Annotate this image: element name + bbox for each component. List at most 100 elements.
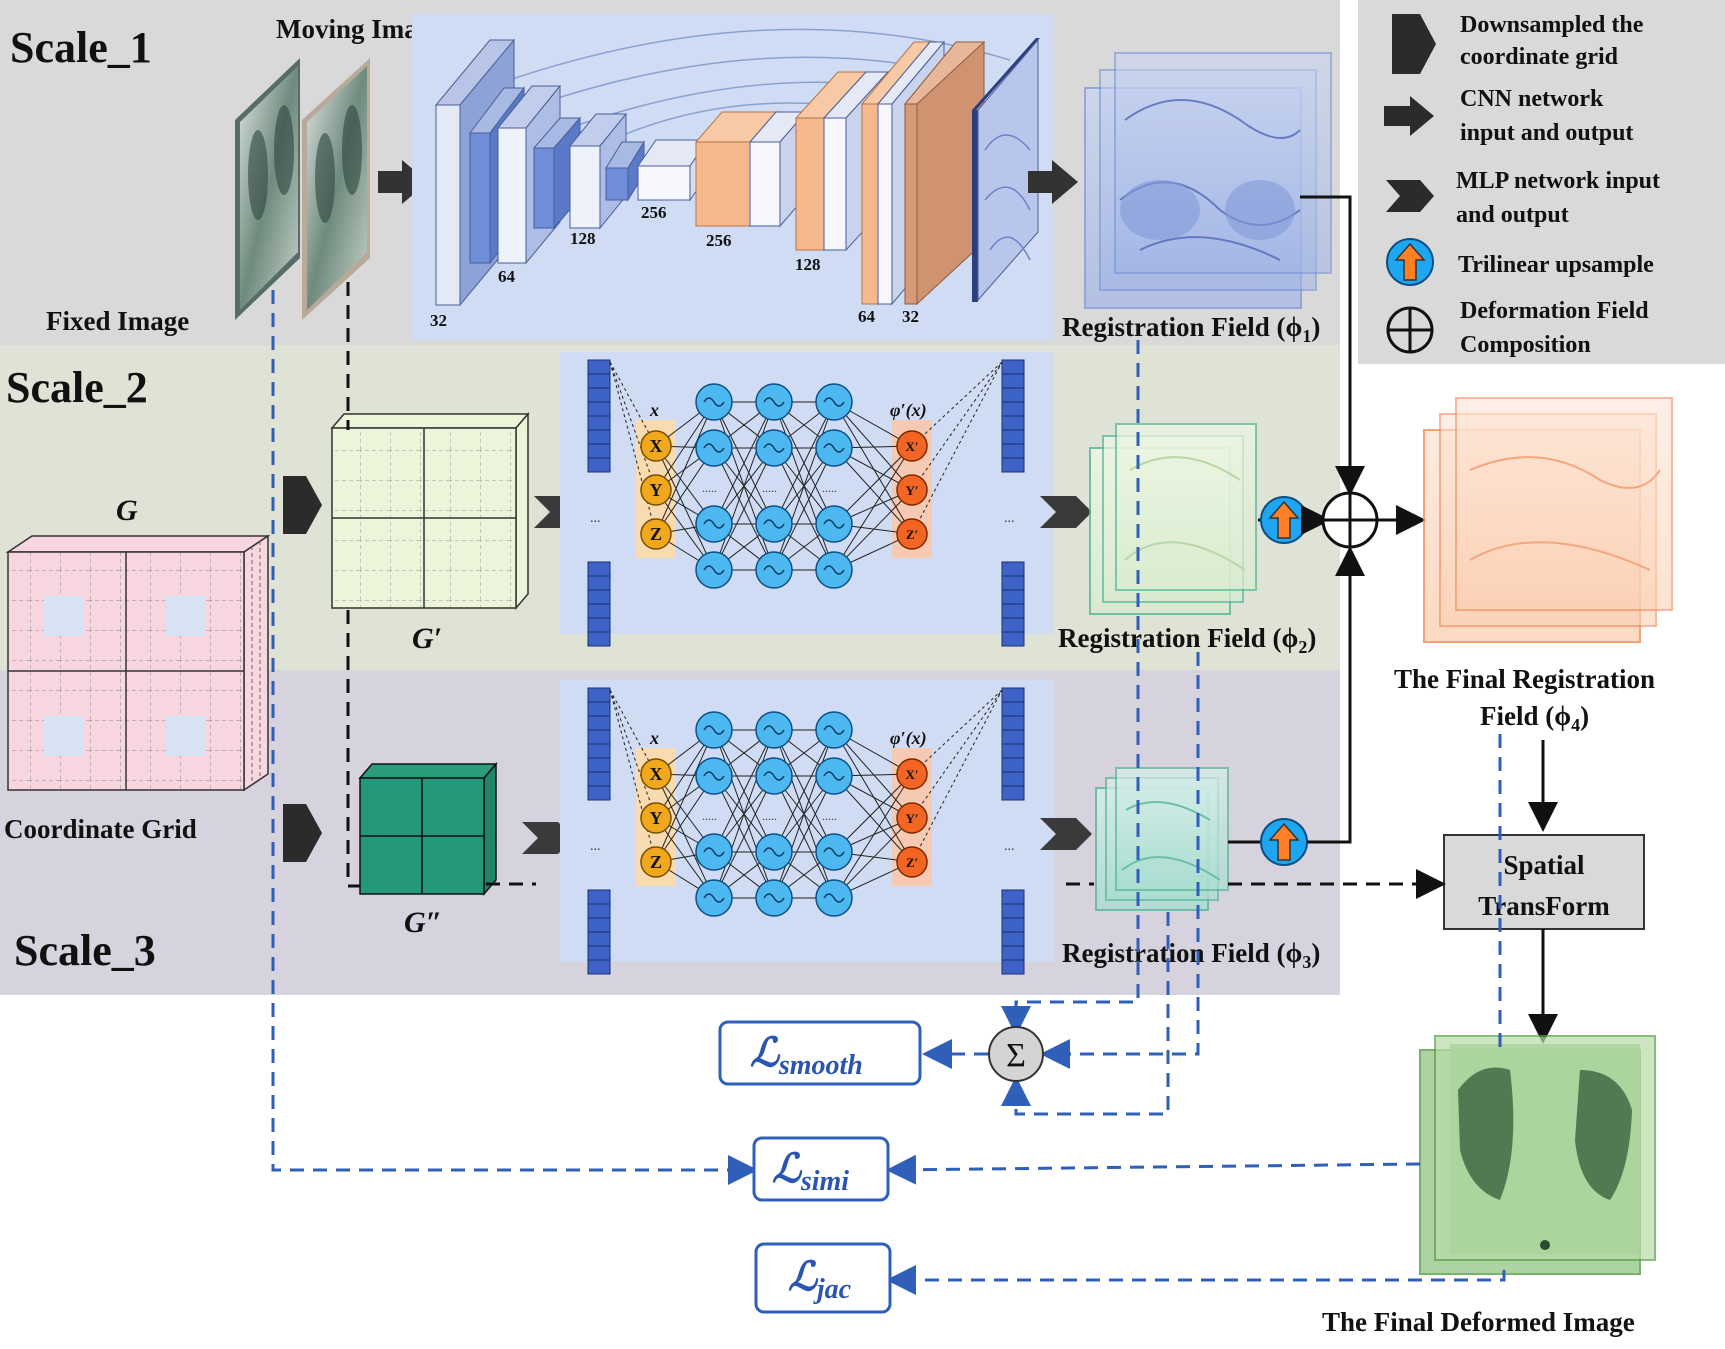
mlp-vector-cell-left bbox=[587, 589, 611, 605]
mlp-input-label: x bbox=[649, 400, 659, 420]
final-deformed-image-label: The Final Deformed Image bbox=[1322, 1307, 1635, 1337]
mlp-hidden-ellipsis: ..... bbox=[762, 809, 777, 823]
cnn-output-arrow-icon bbox=[1028, 160, 1078, 204]
mlp-output-node bbox=[896, 758, 928, 790]
upsample-phi3-icon bbox=[1260, 818, 1308, 866]
loss-smooth-box: ℒsmooth bbox=[718, 1020, 922, 1086]
mlp-vector-cell-left bbox=[587, 415, 611, 431]
moving-image bbox=[302, 58, 370, 320]
legend-composition-icon bbox=[1386, 306, 1434, 354]
mlp-input-node bbox=[640, 430, 672, 462]
composition-symbol bbox=[1321, 491, 1379, 549]
scale3-title: Scale_3 bbox=[14, 926, 156, 975]
legend-downsample-line1: Downsampled the bbox=[1460, 12, 1644, 38]
mlp-vector-ellipsis: ... bbox=[1004, 511, 1015, 526]
coordinate-grid bbox=[5, 534, 271, 792]
mlp-input-node bbox=[640, 518, 672, 550]
mlp-vector-cell-right bbox=[1001, 959, 1025, 975]
mlp-input-node bbox=[640, 474, 672, 506]
legend-mlp-line1: MLP network input bbox=[1456, 168, 1660, 194]
legend-cnn-line1: CNN network bbox=[1460, 86, 1604, 112]
mlp-output-node-label: X′ bbox=[905, 767, 918, 782]
mlp-vector-cell-left bbox=[587, 931, 611, 947]
mlp-vector-cell-right bbox=[1001, 931, 1025, 947]
registration-field-phi1 bbox=[1084, 52, 1332, 309]
phi1-label: Registration Field (ϕ1) bbox=[1062, 312, 1320, 346]
mlp-vector-cell-right bbox=[1001, 743, 1025, 759]
mlp-output-node bbox=[896, 802, 928, 834]
legend-mlp-line2: and output bbox=[1456, 202, 1569, 228]
mlp-vector-cell-right bbox=[1001, 687, 1025, 703]
mlp-vector-cell-right bbox=[1001, 575, 1025, 591]
sum-symbol: Σ bbox=[1006, 1037, 1026, 1074]
final-registration-field bbox=[1423, 397, 1673, 643]
mlp-vector-cell-right bbox=[1001, 457, 1025, 473]
mlp-input-node-label: Y bbox=[650, 808, 663, 828]
mlp-output-node-label: Y′ bbox=[905, 811, 918, 826]
legend-cnn-line2: input and output bbox=[1460, 120, 1633, 146]
mlp-input-node-label: Z bbox=[650, 852, 662, 872]
mlp-vector-cell-right bbox=[1001, 373, 1025, 389]
unet-ch-256-dec: 256 bbox=[706, 231, 732, 250]
mlp-vector-cell-right bbox=[1001, 401, 1025, 417]
mlp-input-label: x bbox=[649, 728, 659, 748]
unet-ch-32-enc: 32 bbox=[430, 311, 447, 330]
mlp-input-node-label: Y bbox=[650, 480, 663, 500]
mlp-vector-cell-right bbox=[1001, 589, 1025, 605]
mlp-output-node-label: Z′ bbox=[906, 855, 918, 870]
mlp-vector-ellipsis: ... bbox=[1004, 839, 1015, 854]
mlp-vector-cell-right bbox=[1001, 785, 1025, 801]
grid-g-symbol: G bbox=[116, 494, 138, 527]
loss-jac-box: ℒjac bbox=[754, 1242, 892, 1314]
unet-ch-256-enc: 256 bbox=[641, 203, 667, 222]
mlp-vector-cell-left bbox=[587, 617, 611, 633]
mlp-vector-cell-left bbox=[587, 401, 611, 417]
mlp-vector-cell-right bbox=[1001, 429, 1025, 445]
mlp-hidden-ellipsis: ..... bbox=[702, 481, 717, 495]
legend-composition-line1: Deformation Field bbox=[1460, 298, 1649, 324]
mlp-vector-cell-right bbox=[1001, 561, 1025, 577]
mlp-vector-cell-left bbox=[587, 687, 611, 703]
spatial-transform-line2: TransForm bbox=[1478, 891, 1610, 921]
mlp-vector-cell-left bbox=[587, 945, 611, 961]
mlp-output-node bbox=[896, 846, 928, 878]
mlp-hidden-ellipsis: ..... bbox=[822, 481, 837, 495]
unet-ch-128-dec: 128 bbox=[795, 255, 821, 274]
mlp-input-node-label: X bbox=[650, 764, 663, 784]
unet-ch-64-dec: 64 bbox=[858, 307, 876, 326]
mlp-vector-ellipsis: ... bbox=[590, 839, 601, 854]
upsample-phi2-icon bbox=[1260, 496, 1308, 544]
legend-mlp-chevron-icon bbox=[1386, 180, 1434, 212]
mlp-vector-cell-right bbox=[1001, 771, 1025, 787]
mlp-vector-cell-left bbox=[587, 959, 611, 975]
legend-cnn-arrow-icon bbox=[1384, 96, 1434, 136]
final-field-label-line2: Field (ϕ4) bbox=[1480, 701, 1589, 735]
mlp-vector-cell-left bbox=[587, 457, 611, 473]
mlp-vector-cell-right bbox=[1001, 903, 1025, 919]
mlp-vector-cell-right bbox=[1001, 359, 1025, 375]
mlp-vector-cell-left bbox=[587, 729, 611, 745]
mlp-vector-cell-right bbox=[1001, 757, 1025, 773]
mlp-output-chevron-scale2-icon bbox=[1040, 496, 1092, 528]
fixed-image-label: Fixed Image bbox=[46, 306, 189, 336]
mlp-vector-cell-right bbox=[1001, 603, 1025, 619]
mlp-hidden-ellipsis: ..... bbox=[702, 809, 717, 823]
mlp-input-node bbox=[640, 846, 672, 878]
mlp-output-label: φ′(x) bbox=[890, 728, 927, 749]
legend-panel: Downsampled the coordinate grid CNN netw… bbox=[1358, 0, 1725, 364]
mlp-input-node-label: X bbox=[650, 436, 663, 456]
legend-downsample-line2: coordinate grid bbox=[1460, 44, 1619, 70]
mlp-vector-cell-right bbox=[1001, 631, 1025, 647]
grid-g-prime-symbol: G′ bbox=[412, 622, 442, 655]
mlp-vector-cell-right bbox=[1001, 415, 1025, 431]
mlp-output-node bbox=[896, 518, 928, 550]
loss-simi-label: ℒsimi bbox=[772, 1146, 849, 1197]
mlp-vector-cell-left bbox=[587, 889, 611, 905]
mlp-vector-cell-right bbox=[1001, 387, 1025, 403]
mlp-output-node-label: Y′ bbox=[905, 483, 918, 498]
mlp-vector-cell-left bbox=[587, 429, 611, 445]
mlp-hidden-ellipsis: ..... bbox=[762, 481, 777, 495]
registration-field-phi2 bbox=[1089, 423, 1257, 615]
